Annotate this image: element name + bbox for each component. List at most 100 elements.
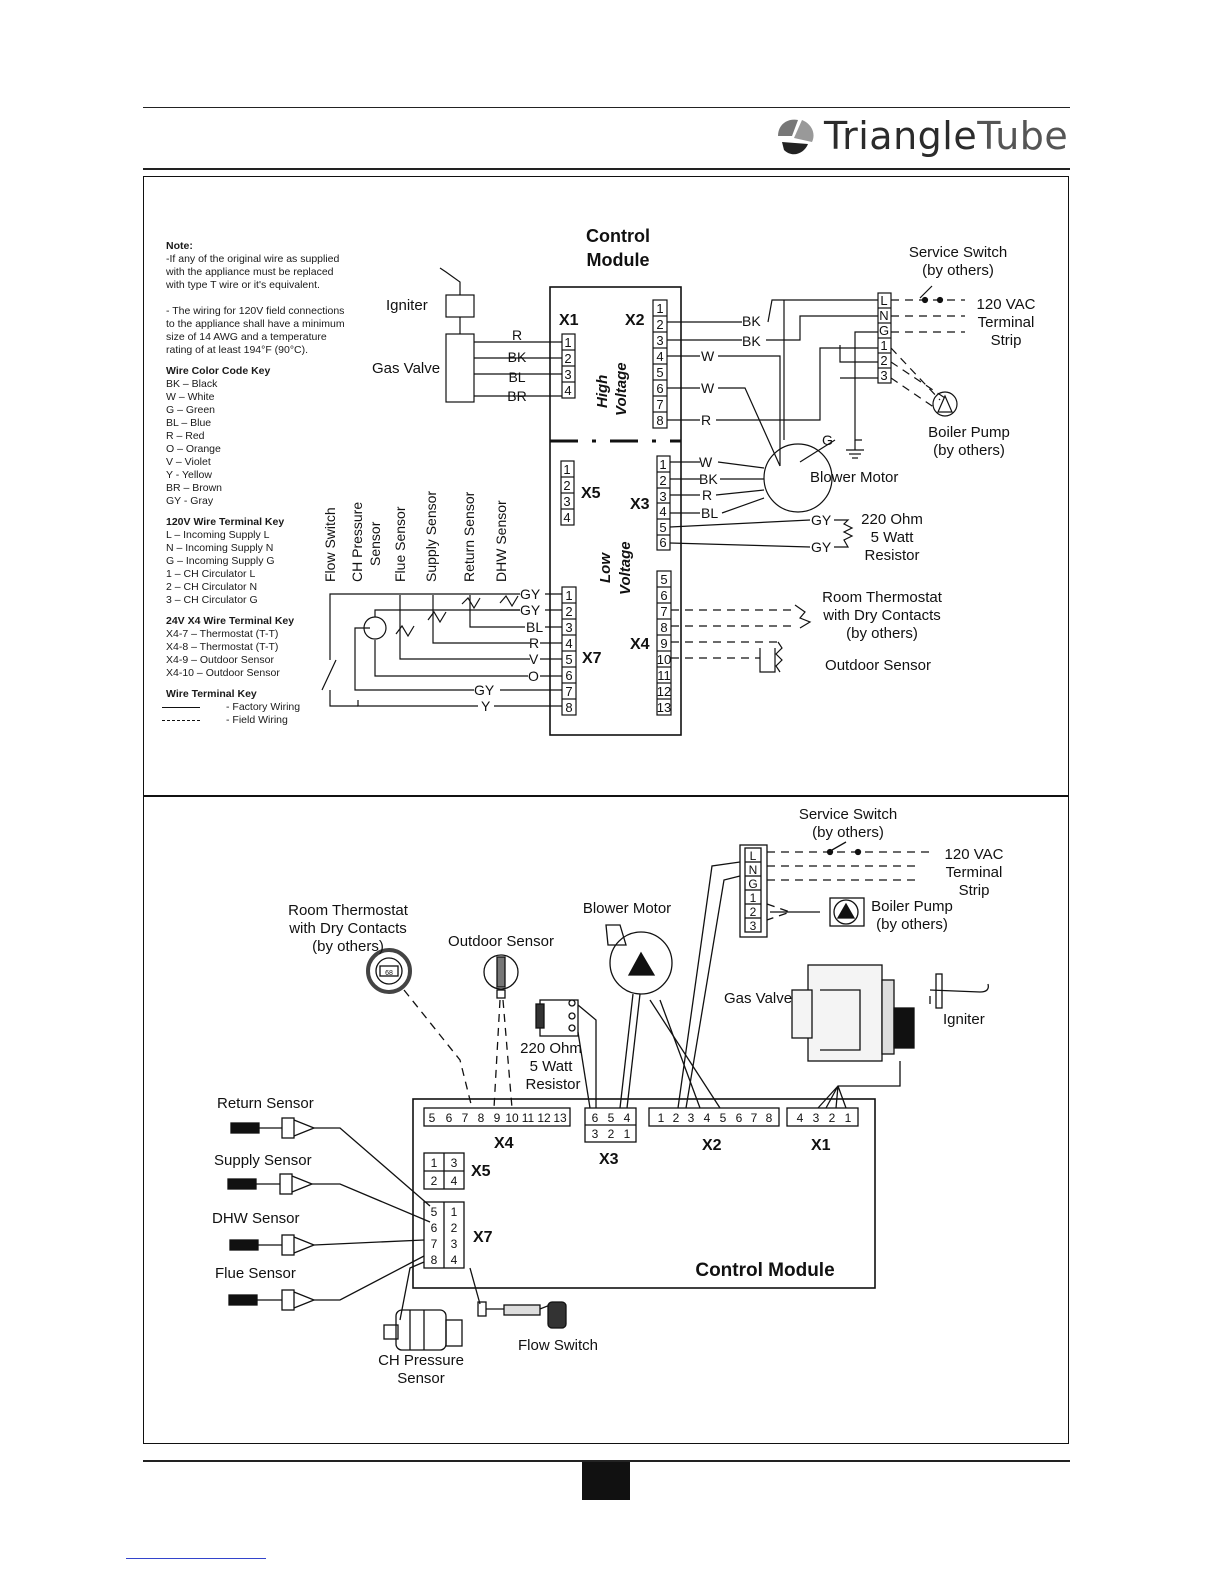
pic-thermostat-2: with Dry Contacts	[288, 920, 407, 937]
pic-x2-label: X2	[702, 1137, 722, 1154]
pic-ch-pressure-2: Sensor	[397, 1370, 445, 1387]
x2-pin: 7	[656, 397, 663, 412]
pic-boiler-pump: Boiler Pump	[871, 898, 953, 915]
header-top-rule	[143, 107, 1070, 108]
brand-part2: Tube	[977, 114, 1069, 158]
ladder-x5-label: X5	[581, 485, 601, 502]
ladder-x1-label: X1	[559, 312, 579, 329]
v24-key-item: X4-8 – Thermostat (T-T)	[166, 641, 279, 653]
wire-key-title: Wire Terminal Key	[166, 688, 257, 700]
wiring-notes: Note: -If any of the original wire as su…	[162, 240, 366, 727]
factory-wiring-label: - Factory Wiring	[226, 701, 301, 713]
color-key-item: BK – Black	[166, 378, 218, 390]
pic-x2-pin: 4	[704, 1111, 711, 1125]
pic-x5-pin: 4	[451, 1174, 458, 1188]
v120-key-item: N – Incoming Supply N	[166, 542, 274, 554]
logo-mark-icon	[778, 119, 814, 155]
color-key-item: Y - Yellow	[166, 469, 212, 481]
pic-ch-pressure-1: CH Pressure	[378, 1352, 464, 1369]
x2-wire: BK	[742, 313, 761, 329]
x2-pin: 6	[656, 381, 663, 396]
ladder-module-box	[549, 286, 682, 736]
x7-wire: R	[529, 635, 539, 651]
note-line: size of 14 AWG and a temperature	[166, 331, 327, 343]
x5-pin: 2	[563, 478, 570, 493]
pic-blower-motor: Blower Motor	[583, 900, 671, 917]
pic-flue-sensor: Flue Sensor	[215, 1265, 296, 1282]
x3-pin: 3	[659, 489, 666, 504]
boiler-pump-label: Boiler Pump	[928, 424, 1010, 441]
pic-x4-pin: 8	[478, 1111, 485, 1125]
factory-wiring-row: - Factory Wiring	[162, 701, 366, 714]
x1-pin: 3	[564, 367, 571, 382]
color-key-item: W – White	[166, 391, 215, 403]
x7-pin: 4	[565, 636, 572, 651]
color-key-item: O – Orange	[166, 443, 221, 455]
color-key-item: V – Violet	[166, 456, 211, 468]
strip-pin: N	[879, 308, 888, 323]
high-voltage-label-2: Voltage	[613, 362, 630, 416]
strip-pin: L	[880, 293, 887, 308]
x2-pin: 1	[656, 301, 663, 316]
x1-wire: BR	[507, 388, 526, 404]
pic-gas-valve: Gas Valve	[724, 990, 792, 1007]
note-line: - The wiring for 120V field connections	[166, 305, 345, 317]
pic-x4-pin: 10	[505, 1111, 519, 1125]
field-wiring-row: - Field Wiring	[162, 714, 366, 727]
x3-pin: 1	[659, 457, 666, 472]
v120-key-item: 2 – CH Circulator N	[166, 581, 258, 593]
pic-x7-label: X7	[473, 1229, 493, 1246]
x3-wire: BK	[699, 471, 718, 487]
pictorial-panel	[143, 796, 1069, 1444]
thermostat-label-2: with Dry Contacts	[822, 607, 941, 624]
pic-return-sensor: Return Sensor	[217, 1095, 314, 1112]
pic-x7-pin: 7	[431, 1237, 438, 1251]
pic-x7-pin: 5	[431, 1205, 438, 1219]
x2-pin: 5	[656, 365, 663, 380]
strip-pin: 3	[880, 368, 887, 383]
x2-wire: R	[701, 412, 711, 428]
ladder-blower-motor	[763, 443, 833, 513]
pic-x7-pin: 6	[431, 1221, 438, 1235]
x2-pin: 2	[656, 317, 663, 332]
pic-x1-pin: 1	[845, 1111, 852, 1125]
pic-x7-pin: 4	[451, 1253, 458, 1267]
pic-dhw-sensor: DHW Sensor	[212, 1210, 300, 1227]
x7-wire: O	[528, 668, 539, 684]
x2-wire: W	[701, 348, 715, 364]
x1-wire: R	[512, 327, 522, 343]
x7-pin: 6	[565, 668, 572, 683]
x1-pin: 2	[564, 351, 571, 366]
igniter-label: Igniter	[386, 297, 428, 314]
x4-pin: 8	[660, 620, 667, 635]
x3-wire: W	[699, 454, 713, 470]
pic-x7-pin: 2	[451, 1221, 458, 1235]
strip-pin: 2	[880, 353, 887, 368]
ch-pressure-label-1: CH Pressure	[349, 502, 365, 582]
pictorial-module-box	[412, 1098, 876, 1289]
x4-pin: 11	[657, 668, 671, 683]
blower-motor-label: Blower Motor	[810, 469, 898, 486]
service-switch-label: Service Switch	[909, 244, 1007, 261]
strip-pin: G	[879, 323, 889, 338]
pic-x4-pin: 9	[494, 1111, 501, 1125]
pic-x1-pin: 2	[829, 1111, 836, 1125]
x3-wire: BL	[701, 505, 718, 521]
v24-key-item: X4-9 – Outdoor Sensor	[166, 654, 274, 666]
vac-label-2: Terminal	[978, 314, 1035, 331]
v120-key-item: G – Incoming Supply G	[166, 555, 275, 567]
x4-pin: 9	[660, 636, 667, 651]
pic-x3-label: X3	[599, 1151, 619, 1168]
pic-x4-pin: 12	[537, 1111, 551, 1125]
x3-pin: 4	[659, 504, 666, 519]
pic-x5-pin: 2	[431, 1174, 438, 1188]
x3-pin: 2	[659, 473, 666, 488]
note-line: rating of at least 194°F (90°C).	[166, 344, 309, 356]
pic-vac-2: Terminal	[946, 864, 1003, 881]
color-key-item: R – Red	[166, 430, 205, 442]
color-key-item: GY - Gray	[166, 495, 214, 507]
pic-x3-pin: 2	[608, 1127, 615, 1141]
x4-pin: 7	[660, 604, 667, 619]
x3-pin: 6	[659, 535, 666, 550]
ladder-module-title-2: Module	[587, 250, 650, 270]
